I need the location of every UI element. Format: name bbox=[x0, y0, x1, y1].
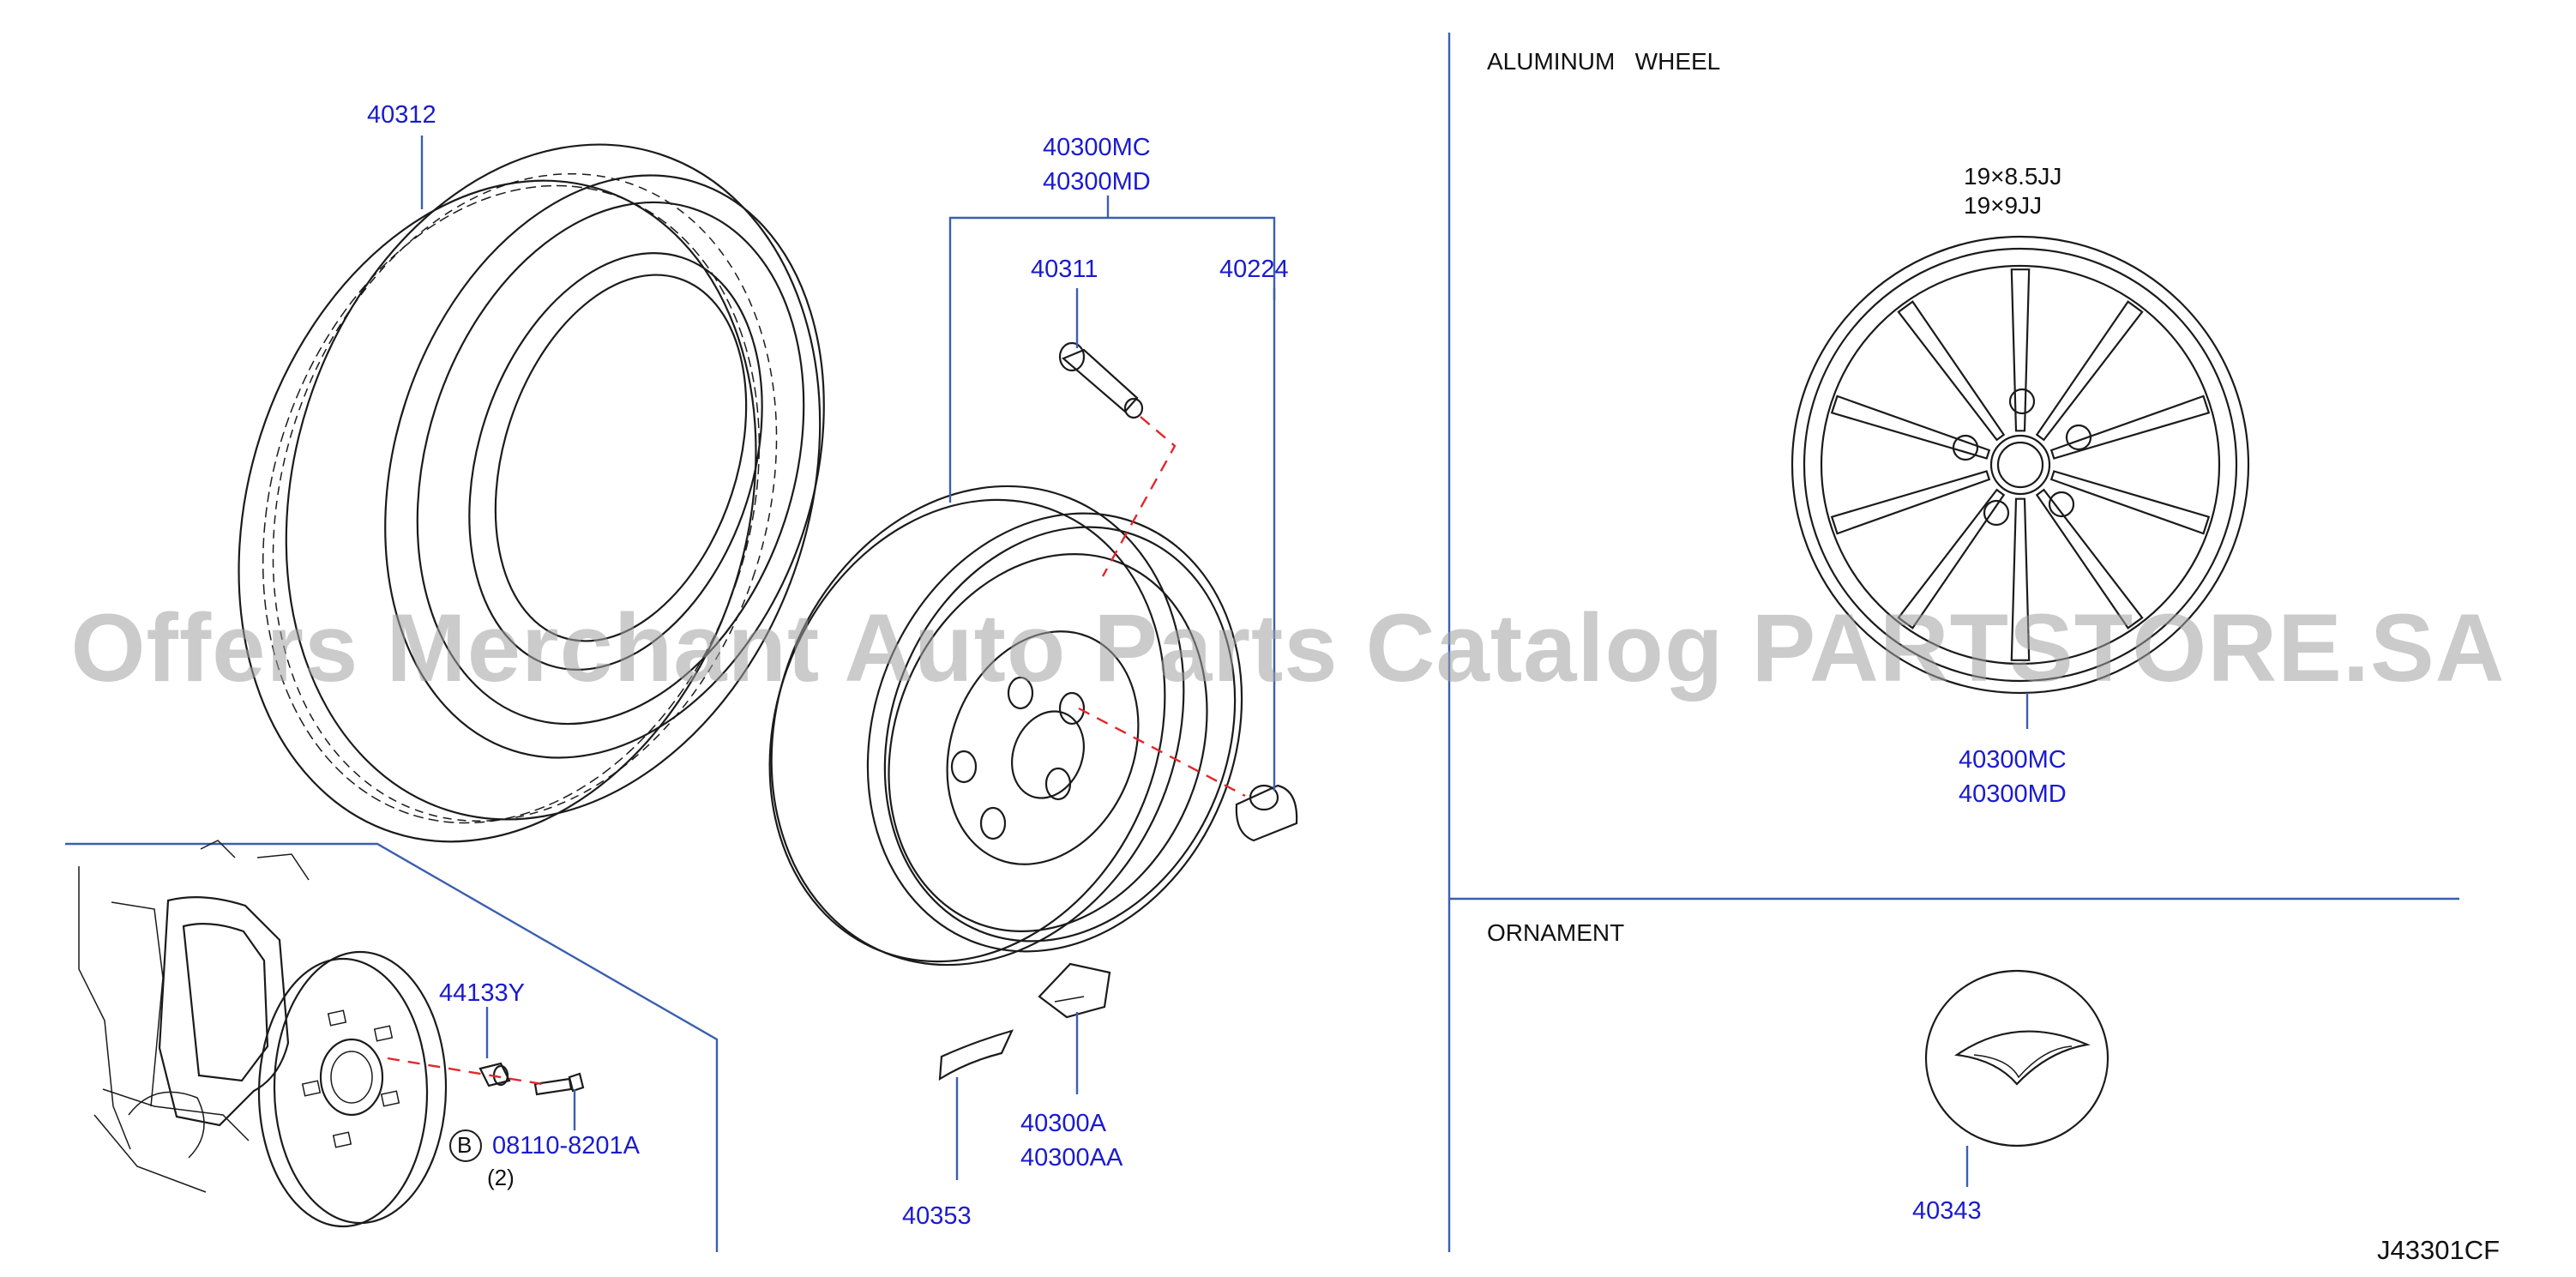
aluminum-wheel-drawing[interactable] bbox=[1791, 235, 2250, 695]
section-title-aluminum-wheel: ALUMINUM WHEEL bbox=[1487, 48, 1721, 75]
bolt-quantity: (2) bbox=[487, 1165, 515, 1190]
part-number-nut[interactable]: 40224 bbox=[1219, 256, 1289, 283]
section-title-ornament: ORNAMENT bbox=[1487, 919, 1625, 946]
part-number-stud[interactable]: 44133Y bbox=[439, 979, 525, 1007]
wheel-spoke bbox=[1830, 470, 1991, 535]
assembly-paths bbox=[387, 416, 1246, 1086]
part-number-alu-wheel-1[interactable]: 40300MC bbox=[1959, 746, 2067, 774]
leader-lines bbox=[420, 136, 2029, 1187]
wheel-size-2: 19×9JJ bbox=[1964, 192, 2043, 219]
part-number-bolt[interactable]: 08110-8201A bbox=[492, 1132, 641, 1160]
part-number-alu-wheel-2[interactable]: 40300MD bbox=[1959, 780, 2067, 808]
wheel-spoke bbox=[2049, 395, 2211, 460]
bolt-drawing[interactable] bbox=[533, 1072, 585, 1096]
steel-wheel-drawing[interactable] bbox=[701, 424, 1306, 1027]
part-number-balance-weight-1[interactable]: 40300A bbox=[1020, 1110, 1106, 1137]
part-number-wheel-assembly-1[interactable]: 40300MC bbox=[1043, 134, 1151, 161]
balance-weight-clip-drawing[interactable] bbox=[1038, 962, 1111, 1019]
wheel-spoke bbox=[2010, 268, 2031, 432]
wheel-spoke bbox=[1830, 395, 1991, 460]
weight-tape-drawing[interactable] bbox=[938, 1029, 1014, 1081]
part-number-balance-weight-2[interactable]: 40300AA bbox=[1020, 1144, 1123, 1172]
wheel-spoke bbox=[1897, 488, 2006, 629]
hub-brake-drawing[interactable] bbox=[78, 840, 448, 1228]
tire-drawing[interactable] bbox=[156, 75, 904, 909]
watermark: Offers Merchant Auto Parts Catalog PARTS… bbox=[70, 594, 2506, 702]
diagram-id: J43301CF bbox=[2377, 1235, 2501, 1265]
bolt-marker-ring bbox=[449, 1129, 482, 1162]
valve-drawing[interactable] bbox=[1058, 341, 1144, 419]
part-number-weight-tape[interactable]: 40353 bbox=[902, 1202, 972, 1230]
part-number-ornament[interactable]: 40343 bbox=[1912, 1197, 1982, 1225]
wheel-size-1: 19×8.5JJ bbox=[1964, 163, 2062, 190]
stud-drawing[interactable] bbox=[478, 1062, 511, 1087]
ornament-drawing[interactable] bbox=[1924, 969, 2110, 1147]
wheel-spoke bbox=[1897, 300, 2006, 442]
part-number-wheel-assembly-2[interactable]: 40300MD bbox=[1043, 168, 1151, 196]
bolt-marker: B bbox=[457, 1132, 472, 1158]
lug-nut-drawing[interactable] bbox=[1235, 784, 1298, 842]
part-number-valve[interactable]: 40311 bbox=[1031, 256, 1098, 283]
wheel-spoke bbox=[2035, 488, 2144, 629]
wheel-spoke bbox=[2010, 497, 2031, 661]
part-number-tire[interactable]: 40312 bbox=[367, 101, 436, 129]
wheel-spoke bbox=[2035, 300, 2144, 442]
wheel-spoke bbox=[2049, 470, 2211, 535]
